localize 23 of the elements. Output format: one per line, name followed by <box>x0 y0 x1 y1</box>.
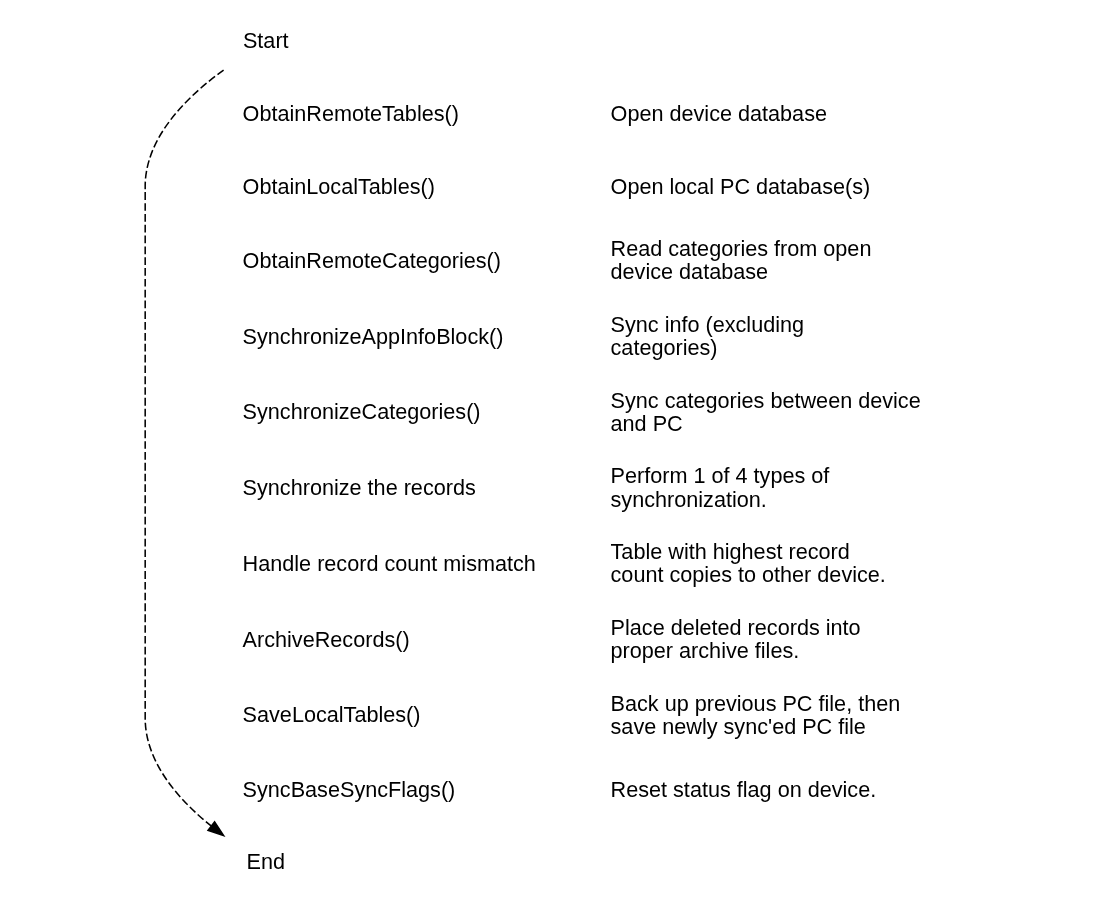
label: Table with highest record count copies to other device. <box>610 539 886 588</box>
label: SynchronizeAppInfoBlock() <box>242 323 503 349</box>
label: ObtainRemoteCategories() <box>242 247 501 273</box>
label: SaveLocalTables() <box>242 702 420 728</box>
label: Handle record count mismatch <box>242 550 536 576</box>
label: SyncBaseSyncFlags() <box>242 776 455 802</box>
label: Perform 1 of 4 types of synchronization. <box>610 463 829 512</box>
label: ArchiveRecords() <box>242 626 410 652</box>
label: Place deleted records into proper archive files. <box>610 614 861 664</box>
label: Sync categories between device and PC <box>610 387 921 436</box>
label: SynchronizeCategories() <box>242 399 481 425</box>
arrow <box>143 69 225 837</box>
label: Sync info (excluding categories) <box>610 311 804 361</box>
label: Back up previous PC file, then save newly sync'ed PC file <box>610 690 900 739</box>
label: ObtainRemoteTables() <box>242 100 459 126</box>
label: ObtainLocalTables() <box>242 173 435 199</box>
label: Open local PC database(s) <box>610 173 870 199</box>
node-text: End <box>246 849 285 875</box>
label: Open device database <box>610 100 827 126</box>
label: Read categories from open device database <box>610 236 871 285</box>
label: Reset status flag on device. <box>610 776 876 802</box>
label: Synchronize the records <box>242 475 476 501</box>
node-text: Start <box>242 28 289 54</box>
